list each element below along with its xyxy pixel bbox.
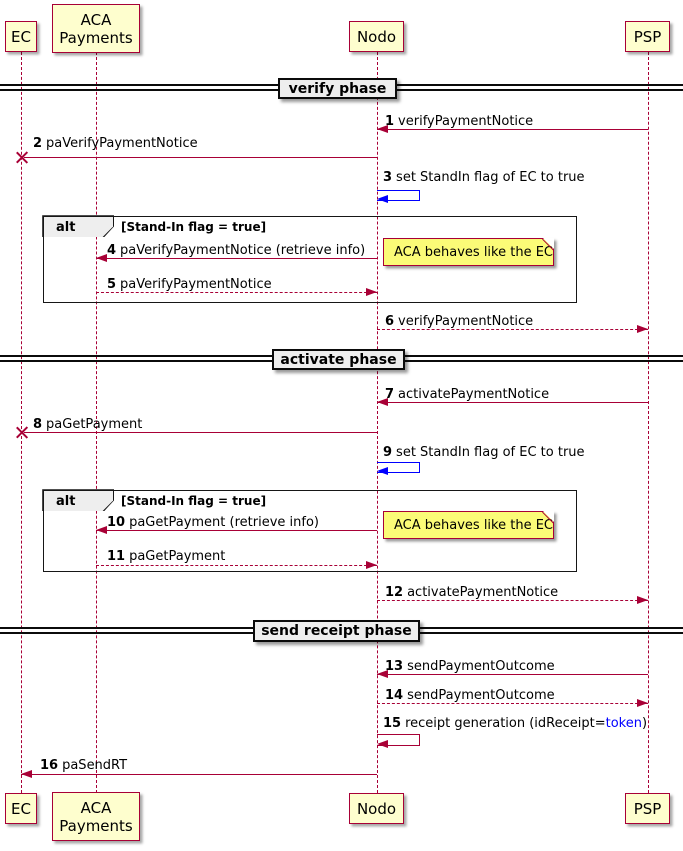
arrowhead-right-icon [366, 561, 377, 569]
participant-aca-bottom: ACA Payments [52, 792, 140, 841]
alt-frame-activate: alt [Stand-In flag = true] [42, 489, 577, 572]
note-aca-behaves-1: ACA behaves like the EC [383, 238, 554, 266]
message-14-line [377, 703, 648, 704]
participant-nodo-bottom: Nodo [349, 793, 404, 824]
arrowhead-right-icon [637, 596, 648, 604]
message-11-line [96, 565, 377, 566]
participant-ec-bottom: EC [5, 793, 37, 824]
alt-guard-condition: [Stand-In flag = true] [121, 220, 267, 234]
participant-ec-top: EC [5, 21, 37, 52]
lost-message-x-icon [16, 151, 29, 164]
note-fold-icon [541, 238, 554, 251]
divider-send-receipt-phase: send receipt phase [253, 620, 420, 642]
arrowhead-right-icon [637, 699, 648, 707]
participant-psp-bottom: PSP [625, 793, 670, 824]
arrowhead-left-icon [96, 254, 107, 262]
arrowhead-right-icon [366, 288, 377, 296]
arrowhead-left-icon [377, 467, 388, 475]
message-10-line [96, 530, 377, 531]
message-16-line [21, 774, 377, 775]
divider-activate-phase: activate phase [272, 349, 405, 370]
participant-aca-top: ACA Payments [52, 4, 140, 53]
divider-verify-phase: verify phase [278, 78, 397, 99]
message-8-line [24, 432, 377, 433]
message-7-line [377, 402, 648, 403]
arrowhead-left-icon [96, 526, 107, 534]
alt-guard-condition: [Stand-In flag = true] [121, 494, 267, 508]
message-3-self-loop [377, 190, 420, 201]
message-4-line [96, 258, 377, 259]
note-aca-behaves-2: ACA behaves like the EC [383, 511, 554, 539]
lifeline-nodo [377, 52, 378, 793]
participant-psp-top: PSP [625, 21, 670, 52]
lost-message-x-icon [16, 426, 29, 439]
message-15-self-loop [377, 734, 420, 746]
participant-nodo-top: Nodo [349, 21, 404, 52]
message-2-line [24, 157, 377, 158]
message-1-line [377, 129, 648, 130]
arrowhead-left-icon [21, 770, 32, 778]
message-12-line [377, 600, 648, 601]
lifeline-aca [96, 52, 97, 793]
message-6-line [377, 329, 648, 330]
arrowhead-left-icon [377, 195, 388, 203]
message-9-self-loop [377, 462, 420, 473]
lifeline-ec [21, 52, 22, 793]
arrowhead-left-icon [377, 670, 388, 678]
alt-operator-label: alt [44, 491, 113, 511]
message-13-line [377, 674, 648, 675]
message-5-line [96, 292, 377, 293]
arrowhead-right-icon [637, 325, 648, 333]
note-fold-icon [541, 511, 554, 524]
arrowhead-left-icon [377, 125, 388, 133]
arrowhead-left-icon [377, 398, 388, 406]
arrowhead-left-icon [377, 740, 388, 748]
lifeline-psp [648, 52, 649, 793]
alt-operator-label: alt [44, 217, 113, 237]
token-link[interactable]: token [605, 716, 642, 731]
alt-frame-verify: alt [Stand-In flag = true] [42, 215, 577, 303]
